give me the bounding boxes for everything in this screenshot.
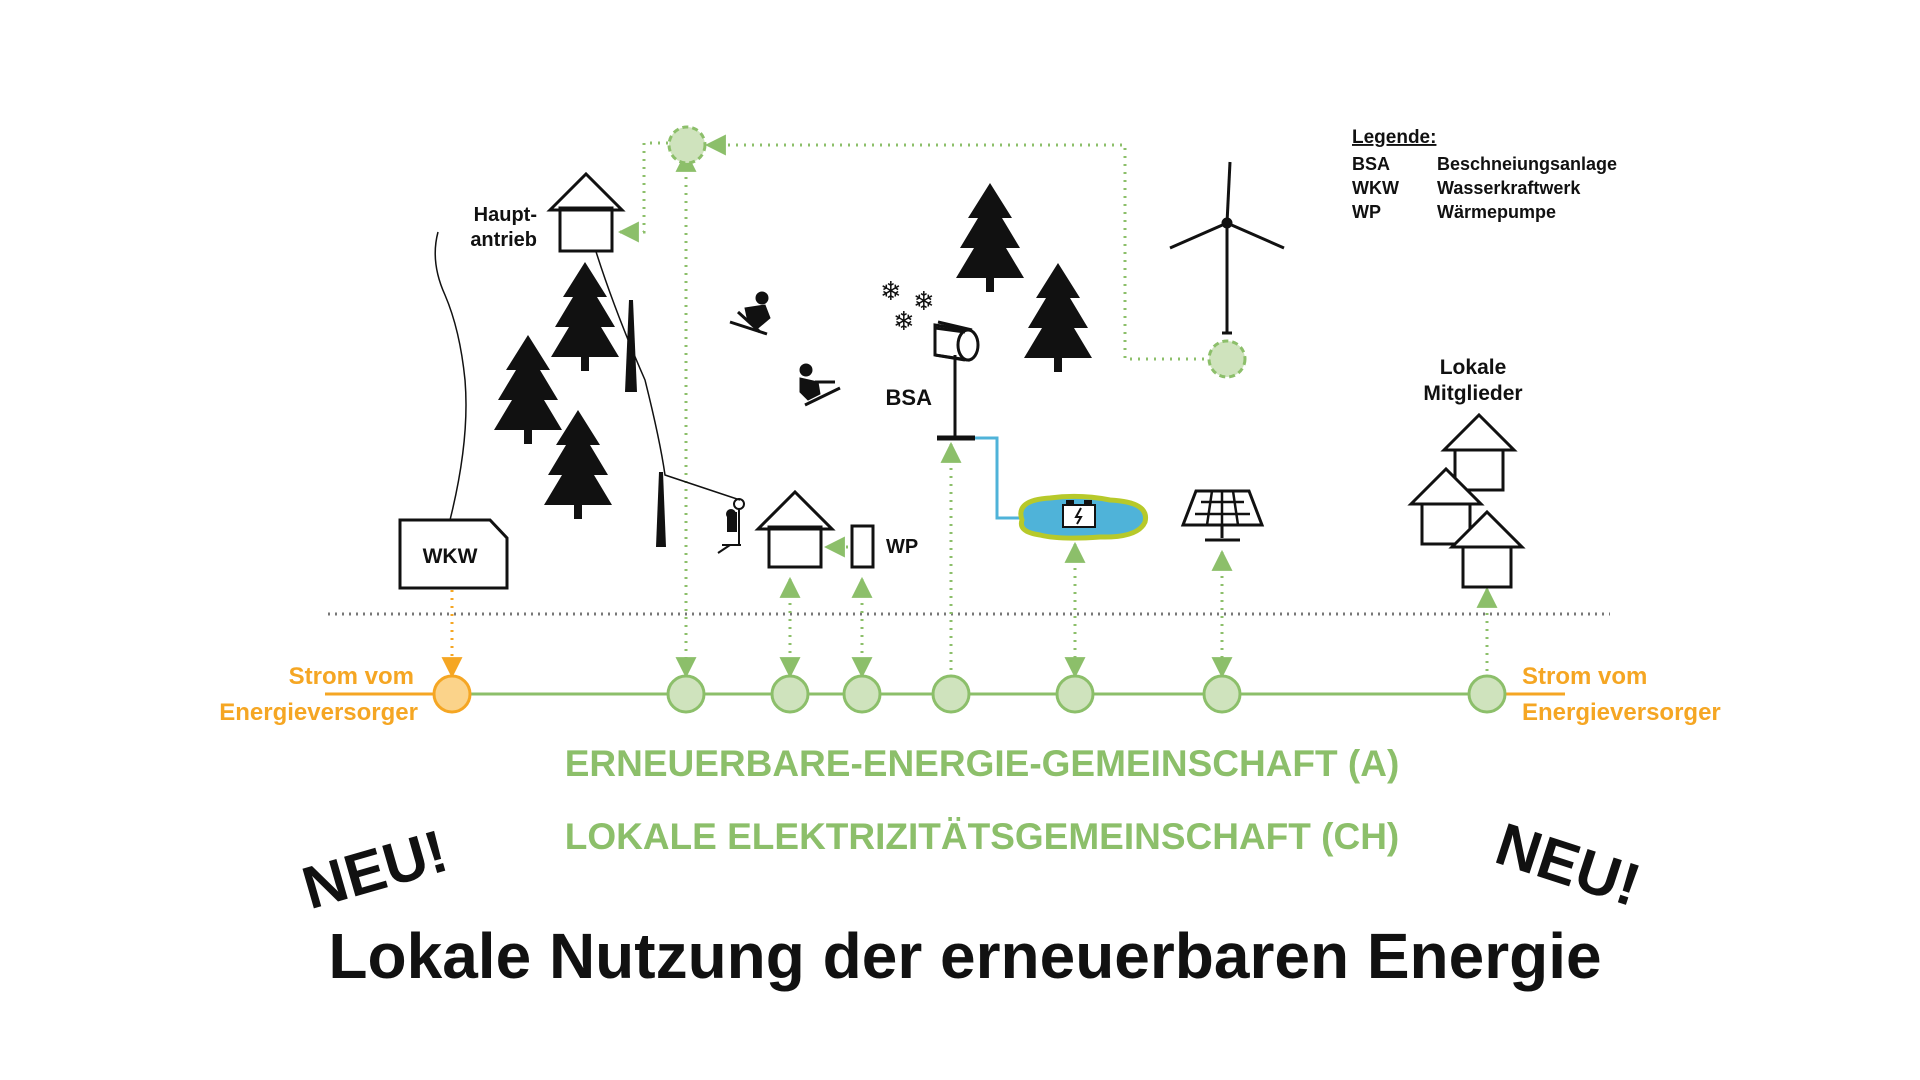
- hauptantrieb-label-2: antrieb: [470, 229, 537, 251]
- tree-icon: [494, 335, 562, 444]
- community-name-a: ERNEUERBARE-ENERGIE-GEMEINSCHAFT (A): [565, 743, 1400, 784]
- node-wkw: [432, 674, 472, 714]
- legend-text-wkw: Wasserkraftwerk: [1437, 178, 1581, 198]
- supply-left-label-1: Strom vom: [289, 663, 414, 690]
- lift-cable-right: [589, 231, 741, 501]
- supply-right-label-1: Strom vom: [1522, 663, 1647, 690]
- tree-icon: [551, 262, 619, 371]
- legend-abbr-wp: WP: [1352, 202, 1381, 222]
- skier-icon: [799, 363, 841, 407]
- conn-wind-to-node: [704, 134, 1212, 361]
- node-wind: [1207, 339, 1247, 379]
- local-members-label-2: Mitglieder: [1423, 382, 1522, 405]
- conn-node-to-hauptantrieb: [617, 141, 668, 243]
- svg-text:❄: ❄: [880, 277, 902, 307]
- member-house-icon: [1407, 466, 1485, 546]
- node-solar: [1202, 674, 1242, 714]
- legend-title: Legende:: [1352, 127, 1436, 148]
- wind-turbine-icon: [1169, 161, 1285, 335]
- supply-left-label-2: Energieversorger: [219, 699, 418, 726]
- solar-panel-icon: [1180, 489, 1265, 542]
- snow-cannon-icon: [933, 320, 980, 441]
- lift-cable-left: [434, 231, 467, 521]
- hauptantrieb-house-icon: [546, 171, 626, 253]
- member-house-icon: [1440, 412, 1518, 492]
- lift-pylon-icon: [656, 472, 666, 547]
- svg-text:❄: ❄: [913, 287, 935, 317]
- connections: [617, 134, 1498, 679]
- bsa-label: BSA: [886, 385, 933, 410]
- wp-label: WP: [886, 536, 918, 558]
- svg-text:❄: ❄: [893, 307, 915, 337]
- legend-text-wp: Wärmepumpe: [1437, 202, 1556, 222]
- node-wp: [842, 674, 882, 714]
- storage-lake: [1018, 493, 1149, 541]
- legend-text-bsa: Beschneiungsanlage: [1437, 154, 1617, 174]
- node-top: [667, 125, 707, 165]
- community-name-ch: LOKALE ELEKTRIZITÄTSGEMEINSCHAFT (CH): [565, 816, 1400, 857]
- tree-icon: [1024, 263, 1092, 372]
- heat-pump-icon: [850, 524, 875, 569]
- wkw-building-icon: WKW: [398, 518, 509, 590]
- legend-abbr-bsa: BSA: [1352, 154, 1390, 174]
- new-badge-right: NEU!: [1488, 810, 1648, 919]
- tree-icon: [956, 183, 1024, 292]
- hauptantrieb-label-1: Haupt-: [474, 204, 537, 226]
- local-members-houses: [1407, 412, 1526, 589]
- ski-lift: [434, 231, 745, 554]
- supply-right-label-2: Energieversorger: [1522, 699, 1721, 726]
- battery-icon: [1062, 500, 1096, 528]
- skier-icon: [729, 291, 771, 336]
- local-members-label-1: Lokale: [1440, 356, 1507, 379]
- water-pipe: [975, 436, 1020, 520]
- node-bsa: [931, 674, 971, 714]
- legend-abbr-wkw: WKW: [1352, 178, 1399, 198]
- wkw-label: WKW: [423, 545, 478, 568]
- legend: Legende: BSA Beschneiungsanlage WKW Wass…: [1352, 127, 1617, 222]
- node-hauptantrieb: [666, 674, 706, 714]
- nodes: [432, 125, 1507, 714]
- member-house-icon: [1448, 509, 1526, 589]
- page-title: Lokale Nutzung der erneuerbaren Energie: [328, 920, 1601, 992]
- station-house-icon: [754, 489, 836, 569]
- node-local-members: [1467, 674, 1507, 714]
- node-house-station: [770, 674, 810, 714]
- chairlift-icon: [717, 498, 745, 554]
- snowflake-icon: ❄ ❄ ❄: [880, 277, 935, 337]
- new-badge-left: NEU!: [295, 817, 454, 922]
- node-storage-lake: [1055, 674, 1095, 714]
- lift-pylon-icon: [625, 300, 637, 392]
